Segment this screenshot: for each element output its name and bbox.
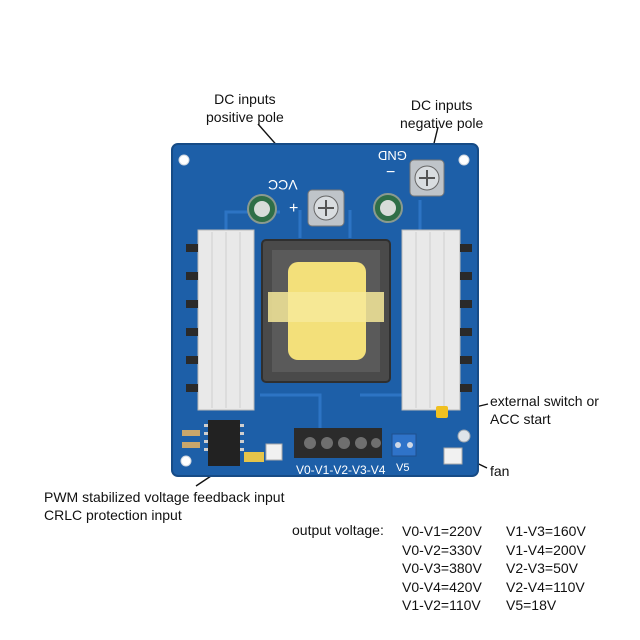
voltage-value: V1-V4=200V <box>506 541 586 558</box>
plus-silkscreen: + <box>289 200 299 217</box>
ic-chip <box>208 420 240 466</box>
output-voltage-title: output voltage: <box>292 522 384 538</box>
callout-switch-line1: external switch or <box>490 393 599 409</box>
voltage-value: V5=18V <box>506 597 557 613</box>
heatsink-right <box>401 229 461 411</box>
voltage-value: V0-V1=220V <box>402 523 482 539</box>
callout-dc-positive: DC inputs positive pole <box>206 90 284 126</box>
callout-dc-negative-line1: DC inputs <box>410 97 473 113</box>
fan-connector <box>443 447 463 465</box>
callout-dc-negative-line2: negative pole <box>400 115 484 131</box>
gnd-silkscreen: GND <box>378 148 407 163</box>
voltage-value: V1-V3=160V <box>506 523 586 539</box>
vcc-silkscreen: VCC <box>268 177 298 193</box>
voltage-row: V0-V1=220V V1-V3=160V <box>402 522 586 541</box>
v5-silkscreen: V5 <box>396 462 410 474</box>
voltage-value: V0-V2=330V <box>402 541 482 558</box>
voltage-value: V1-V2=110V <box>402 597 481 613</box>
minus-silkscreen: − <box>386 164 396 181</box>
switch-connector <box>436 406 448 418</box>
voltage-value: V2-V4=110V <box>506 578 585 595</box>
mount-hole <box>180 455 192 467</box>
mount-hole <box>178 154 190 166</box>
callout-pwm: PWM stabilized voltage feedback input CR… <box>44 488 284 524</box>
voltage-row: V0-V2=330V V1-V4=200V <box>402 541 586 560</box>
voltage-value: V0-V4=420V <box>402 578 482 595</box>
terminals-silkscreen: V0-V1-V2-V3-V4 <box>296 463 386 477</box>
callout-dc-positive-line2: positive pole <box>206 109 284 125</box>
callout-dc-positive-line1: DC inputs <box>214 91 276 107</box>
callout-switch: external switch or ACC start <box>490 392 599 428</box>
output-voltage-table: V0-V1=220V V1-V3=160V V0-V2=330V V1-V4=200… <box>402 522 586 615</box>
pwm-connector <box>265 443 283 461</box>
callout-pwm-line2: CRLC protection input <box>44 507 182 523</box>
voltage-value: V2-V3=50V <box>506 560 578 576</box>
voltage-row: V0-V3=380V V2-V3=50V <box>402 559 586 578</box>
callout-switch-line2: ACC start <box>490 411 551 427</box>
voltage-row: V1-V2=110V V5=18V <box>402 596 586 615</box>
callout-pwm-line1: PWM stabilized voltage feedback input <box>44 489 285 505</box>
callout-dc-negative: DC inputs negative pole <box>400 96 483 132</box>
v5-terminal <box>391 433 417 457</box>
callout-fan: fan <box>490 463 510 479</box>
mount-hole <box>458 154 470 166</box>
voltage-value: V0-V3=380V <box>402 560 482 576</box>
mount-hole <box>457 429 471 443</box>
voltage-row: V0-V4=420V V2-V4=110V <box>402 578 586 597</box>
